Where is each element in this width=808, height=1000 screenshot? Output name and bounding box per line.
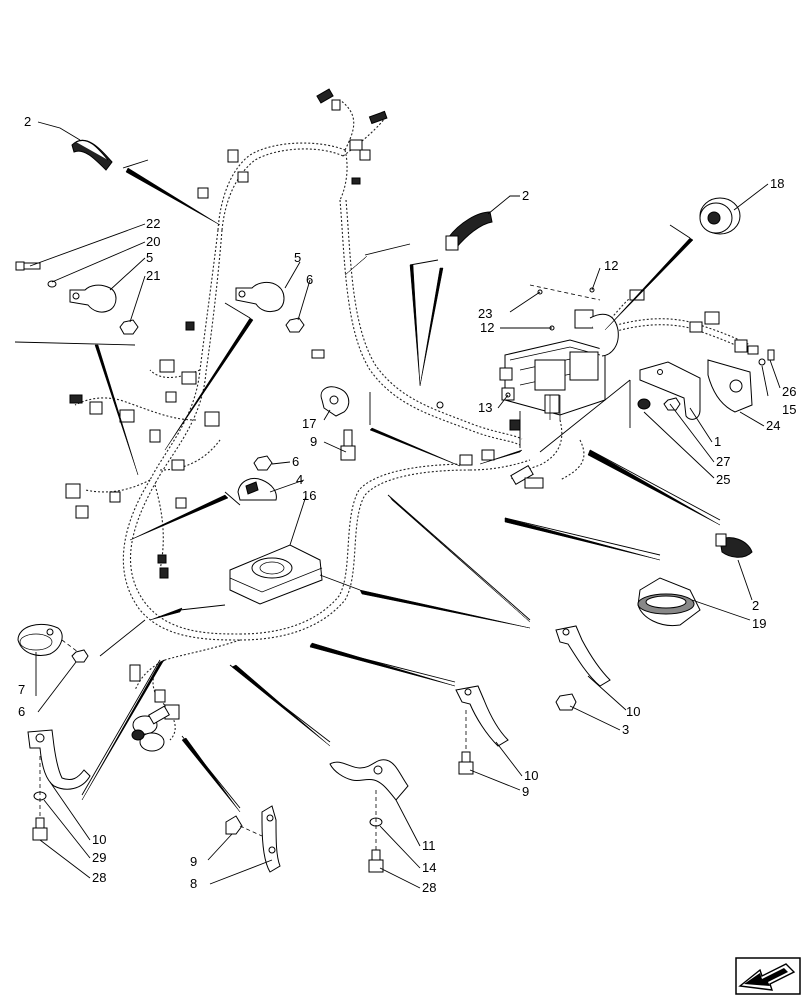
grommet <box>699 197 741 235</box>
p-clamp <box>320 386 350 417</box>
callout-8: 8 <box>190 876 197 891</box>
callout-9: 9 <box>310 434 317 449</box>
callout-3: 3 <box>622 722 629 737</box>
callout-16: 16 <box>302 488 316 503</box>
callout-1: 1 <box>714 434 721 449</box>
callout-14: 14 <box>422 860 436 875</box>
leader-lines <box>29 121 781 889</box>
callout-17: 17 <box>302 416 316 431</box>
support-bracket <box>455 685 509 747</box>
connector-plate <box>707 359 753 413</box>
bolt <box>15 261 41 271</box>
large-grommet <box>637 577 701 627</box>
screw <box>767 349 775 361</box>
support-bracket <box>27 729 91 790</box>
callout-7: 7 <box>18 682 25 697</box>
support-bracket <box>555 625 611 687</box>
bolt <box>32 817 48 841</box>
wiring-harness <box>74 99 751 741</box>
nut <box>285 317 305 333</box>
callout-15: 15 <box>782 402 796 417</box>
callout-24: 24 <box>766 418 780 433</box>
callout-9: 9 <box>190 854 197 869</box>
callout-2: 2 <box>752 598 759 613</box>
wire-bracket <box>261 805 281 873</box>
cable-tie <box>71 139 113 171</box>
p-clamp <box>17 624 63 656</box>
washer <box>637 398 651 410</box>
callout-28: 28 <box>92 870 106 885</box>
nut <box>71 649 89 663</box>
callout-21: 21 <box>146 268 160 283</box>
callout-4: 4 <box>296 472 303 487</box>
callout-12: 12 <box>480 320 494 335</box>
reference-pointers <box>14 159 721 813</box>
nut <box>119 319 139 335</box>
support-bracket <box>329 759 409 801</box>
nut <box>663 397 681 411</box>
callout-2: 2 <box>24 114 31 129</box>
callout-6: 6 <box>292 454 299 469</box>
callout-11: 11 <box>422 838 436 853</box>
cable-tie <box>715 533 753 558</box>
mounting-bracket <box>639 361 701 420</box>
callout-20: 20 <box>146 234 160 249</box>
harness-connectors <box>65 88 759 720</box>
washer <box>47 280 57 288</box>
callout-10: 10 <box>524 768 538 783</box>
callout-27: 27 <box>716 454 730 469</box>
callout-28: 28 <box>422 880 436 895</box>
p-clamp <box>235 281 285 313</box>
callout-12: 12 <box>604 258 618 273</box>
callout-5: 5 <box>146 250 153 265</box>
callout-29: 29 <box>92 850 106 865</box>
callout-10: 10 <box>92 832 106 847</box>
cable-tie <box>445 211 493 251</box>
p-clamp <box>69 284 117 313</box>
callout-26: 26 <box>782 384 796 399</box>
callout-22: 22 <box>146 216 160 231</box>
callout-6: 6 <box>18 704 25 719</box>
callout-18: 18 <box>770 176 784 191</box>
callout-23: 23 <box>478 306 492 321</box>
callout-2: 2 <box>522 188 529 203</box>
callout-9: 9 <box>522 784 529 799</box>
next-page-arrow-icon[interactable] <box>735 957 801 995</box>
hose-clamp <box>237 478 277 501</box>
callout-numbers: 2 22 20 5 21 5 6 2 18 12 23 12 13 1 27 2… <box>18 114 796 895</box>
washer <box>758 358 766 366</box>
bolt <box>340 429 356 461</box>
callout-25: 25 <box>716 472 730 487</box>
callout-5: 5 <box>294 250 301 265</box>
round-connector-plug <box>131 705 170 752</box>
callout-13: 13 <box>478 400 492 415</box>
callout-10: 10 <box>626 704 640 719</box>
callout-6: 6 <box>306 272 313 287</box>
bolt <box>458 751 474 775</box>
nut <box>253 455 273 471</box>
control-module-assembly <box>499 309 619 420</box>
grommet-plate <box>229 544 323 605</box>
spacer <box>225 815 243 835</box>
callout-19: 19 <box>752 616 766 631</box>
